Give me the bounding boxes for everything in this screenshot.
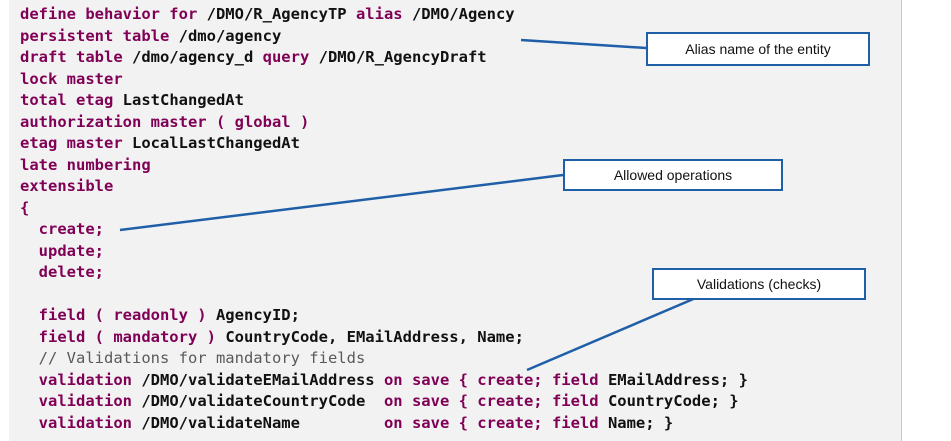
code-token: /DMO/Agency — [411, 5, 515, 23]
code-line: { — [20, 198, 748, 220]
code-editor-panel: define behavior for /DMO/R_AgencyTP alia… — [9, 0, 902, 441]
code-token: CountryCode; } — [607, 392, 739, 410]
code-token: late numbering — [20, 155, 151, 174]
code-token: create; — [20, 220, 104, 238]
code-token: etag master — [20, 134, 132, 152]
code-token: persistent table — [20, 26, 179, 45]
code-token: CountryCode, EMailAddress, Name; — [225, 327, 524, 346]
code-token: /dmo/agency — [178, 26, 282, 45]
code-token: LastChangedAt — [122, 91, 244, 109]
code-token: /DMO/R_AgencyTP — [206, 5, 356, 23]
code-token: define behavior for — [20, 5, 207, 23]
code-token: on save { create; field — [383, 413, 608, 432]
code-token: /DMO/validateEMailAddress — [141, 370, 384, 389]
code-token: validation — [20, 413, 142, 432]
code-line: validation /DMO/validateCountryCode on s… — [20, 391, 748, 413]
code-token: authorization master ( global ) — [20, 112, 310, 131]
code-token: // Validations for mandatory fields — [20, 349, 366, 367]
code-line: extensible — [20, 176, 748, 198]
code-line: validation /DMO/validateName on save { c… — [20, 413, 748, 435]
code-token: LocalLastChangedAt — [131, 134, 300, 152]
code-token: total etag — [20, 91, 123, 109]
code-token: on save { create; field — [383, 392, 608, 410]
code-token: validation — [20, 392, 142, 410]
code-line: total etag LastChangedAt — [20, 90, 748, 112]
code-line: draft table /dmo/agency_d query /DMO/R_A… — [20, 47, 748, 69]
code-token: /DMO/validateCountryCode — [141, 392, 384, 410]
code-lines: define behavior for /DMO/R_AgencyTP alia… — [20, 4, 748, 434]
code-line: // Validations for mandatory fields — [20, 348, 748, 370]
code-line: delete; — [20, 262, 748, 284]
leader-line-validations — [526, 295, 699, 372]
code-line: validation /DMO/validateEMailAddress on … — [20, 370, 748, 392]
callout-alias-name: Alias name of the entity — [646, 32, 870, 66]
code-token: draft table — [20, 48, 132, 66]
callout-alias-label: Alias name of the entity — [685, 41, 831, 57]
code-token: EMailAddress; } — [607, 370, 748, 389]
code-line: late numbering — [20, 155, 748, 177]
callout-allowed-operations: Allowed operations — [563, 159, 783, 191]
code-line: authorization master ( global ) — [20, 112, 748, 134]
code-line: etag master LocalLastChangedAt — [20, 133, 748, 155]
code-token: lock master — [20, 69, 123, 88]
code-token: Name; } — [607, 413, 674, 432]
code-token: /DMO/R_AgencyDraft — [318, 48, 487, 66]
code-token: /DMO/validateName — [141, 413, 384, 432]
code-token: delete; — [20, 263, 104, 281]
leader-line-alias — [520, 38, 647, 50]
code-token: AgencyID; — [215, 306, 300, 324]
code-line: create; — [20, 219, 748, 241]
code-token: update; — [20, 241, 104, 260]
callout-operations-label: Allowed operations — [613, 167, 733, 183]
code-token: /dmo/agency_d — [131, 48, 263, 66]
code-token: field ( mandatory ) — [20, 327, 226, 346]
code-token: { — [20, 198, 30, 217]
code-line: field ( readonly ) AgencyID; — [20, 305, 748, 327]
callout-validations: Validations (checks) — [652, 268, 866, 300]
code-token: validation — [20, 370, 142, 389]
callout-validations-label: Validations (checks) — [696, 276, 822, 292]
code-line: field ( mandatory ) CountryCode, EMailAd… — [20, 327, 748, 349]
code-token: alias — [355, 5, 412, 23]
leader-line-operations — [119, 173, 564, 232]
code-token: field ( readonly ) — [20, 306, 216, 324]
code-token: on save { create; field — [383, 370, 608, 389]
code-line: define behavior for /DMO/R_AgencyTP alia… — [20, 4, 748, 26]
code-line: lock master — [20, 69, 748, 91]
code-line: update; — [20, 241, 748, 263]
code-token: extensible — [20, 177, 114, 195]
code-token: query — [262, 48, 319, 66]
code-line: persistent table /dmo/agency — [20, 26, 748, 48]
